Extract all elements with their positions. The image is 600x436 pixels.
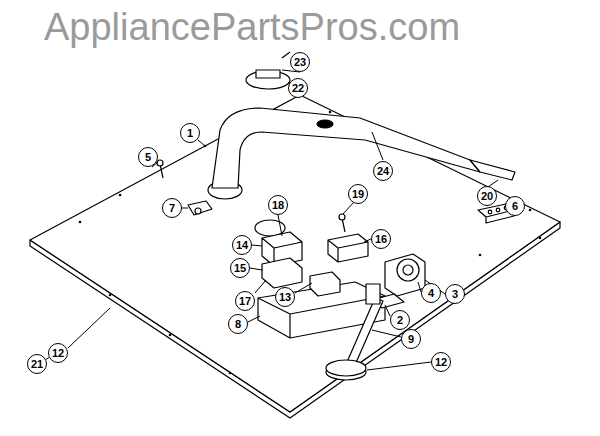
callout-text: 18 (272, 200, 284, 211)
callout-text: 4 (428, 288, 434, 299)
callout-number: 24 (373, 161, 393, 181)
callout-number: 8 (228, 314, 248, 334)
callout-text: 20 (481, 191, 493, 202)
callout-number: 19 (348, 184, 368, 204)
callout-text: 2 (397, 315, 403, 326)
base-panel (30, 95, 560, 412)
callout-number: 13 (275, 287, 295, 307)
watermark: AppliancePartsPros.com (44, 6, 460, 49)
callout-number: 1 (180, 123, 200, 143)
callout-text: 13 (279, 292, 291, 303)
callout-text: 7 (169, 203, 175, 214)
callout-number: 6 (505, 196, 525, 216)
callout-text: 24 (377, 166, 389, 177)
callout-number: 2 (390, 310, 410, 330)
callout-text: 23 (294, 57, 306, 68)
callout-text: 5 (145, 152, 151, 163)
callout-text: 9 (408, 334, 414, 345)
callout-text: 12 (435, 357, 447, 368)
callout-number: 22 (288, 78, 308, 98)
callout-number: 18 (268, 195, 288, 215)
callout-number: 7 (162, 198, 182, 218)
callout-text: 16 (375, 234, 387, 245)
callout-text: 19 (352, 189, 364, 200)
callout-text: 21 (31, 359, 43, 370)
callout-number: 16 (371, 229, 391, 249)
duct (212, 108, 480, 188)
callout-text: 15 (234, 263, 246, 274)
callout-text: 6 (512, 201, 518, 212)
callout-text: 14 (236, 240, 248, 251)
callout-number: 23 (290, 52, 310, 72)
callout-number: 12 (431, 352, 451, 372)
callout-number: 17 (235, 291, 255, 311)
callout-number: 9 (401, 329, 421, 349)
callout-text: 12 (52, 348, 64, 359)
callout-text: 8 (235, 319, 241, 330)
callout-text: 17 (239, 296, 251, 307)
callout-text: 22 (292, 83, 304, 94)
callout-number: 12 (48, 343, 68, 363)
callout-number: 4 (421, 283, 441, 303)
callout-text: 3 (452, 289, 458, 300)
callout-text: 1 (187, 128, 193, 139)
callout-number: 20 (477, 186, 497, 206)
callout-number: 15 (230, 258, 250, 278)
callout-number: 21 (27, 354, 47, 374)
duct-tip (470, 160, 515, 180)
callout-number: 3 (445, 284, 465, 304)
callout-number: 5 (138, 147, 158, 167)
callout-number: 14 (232, 235, 252, 255)
